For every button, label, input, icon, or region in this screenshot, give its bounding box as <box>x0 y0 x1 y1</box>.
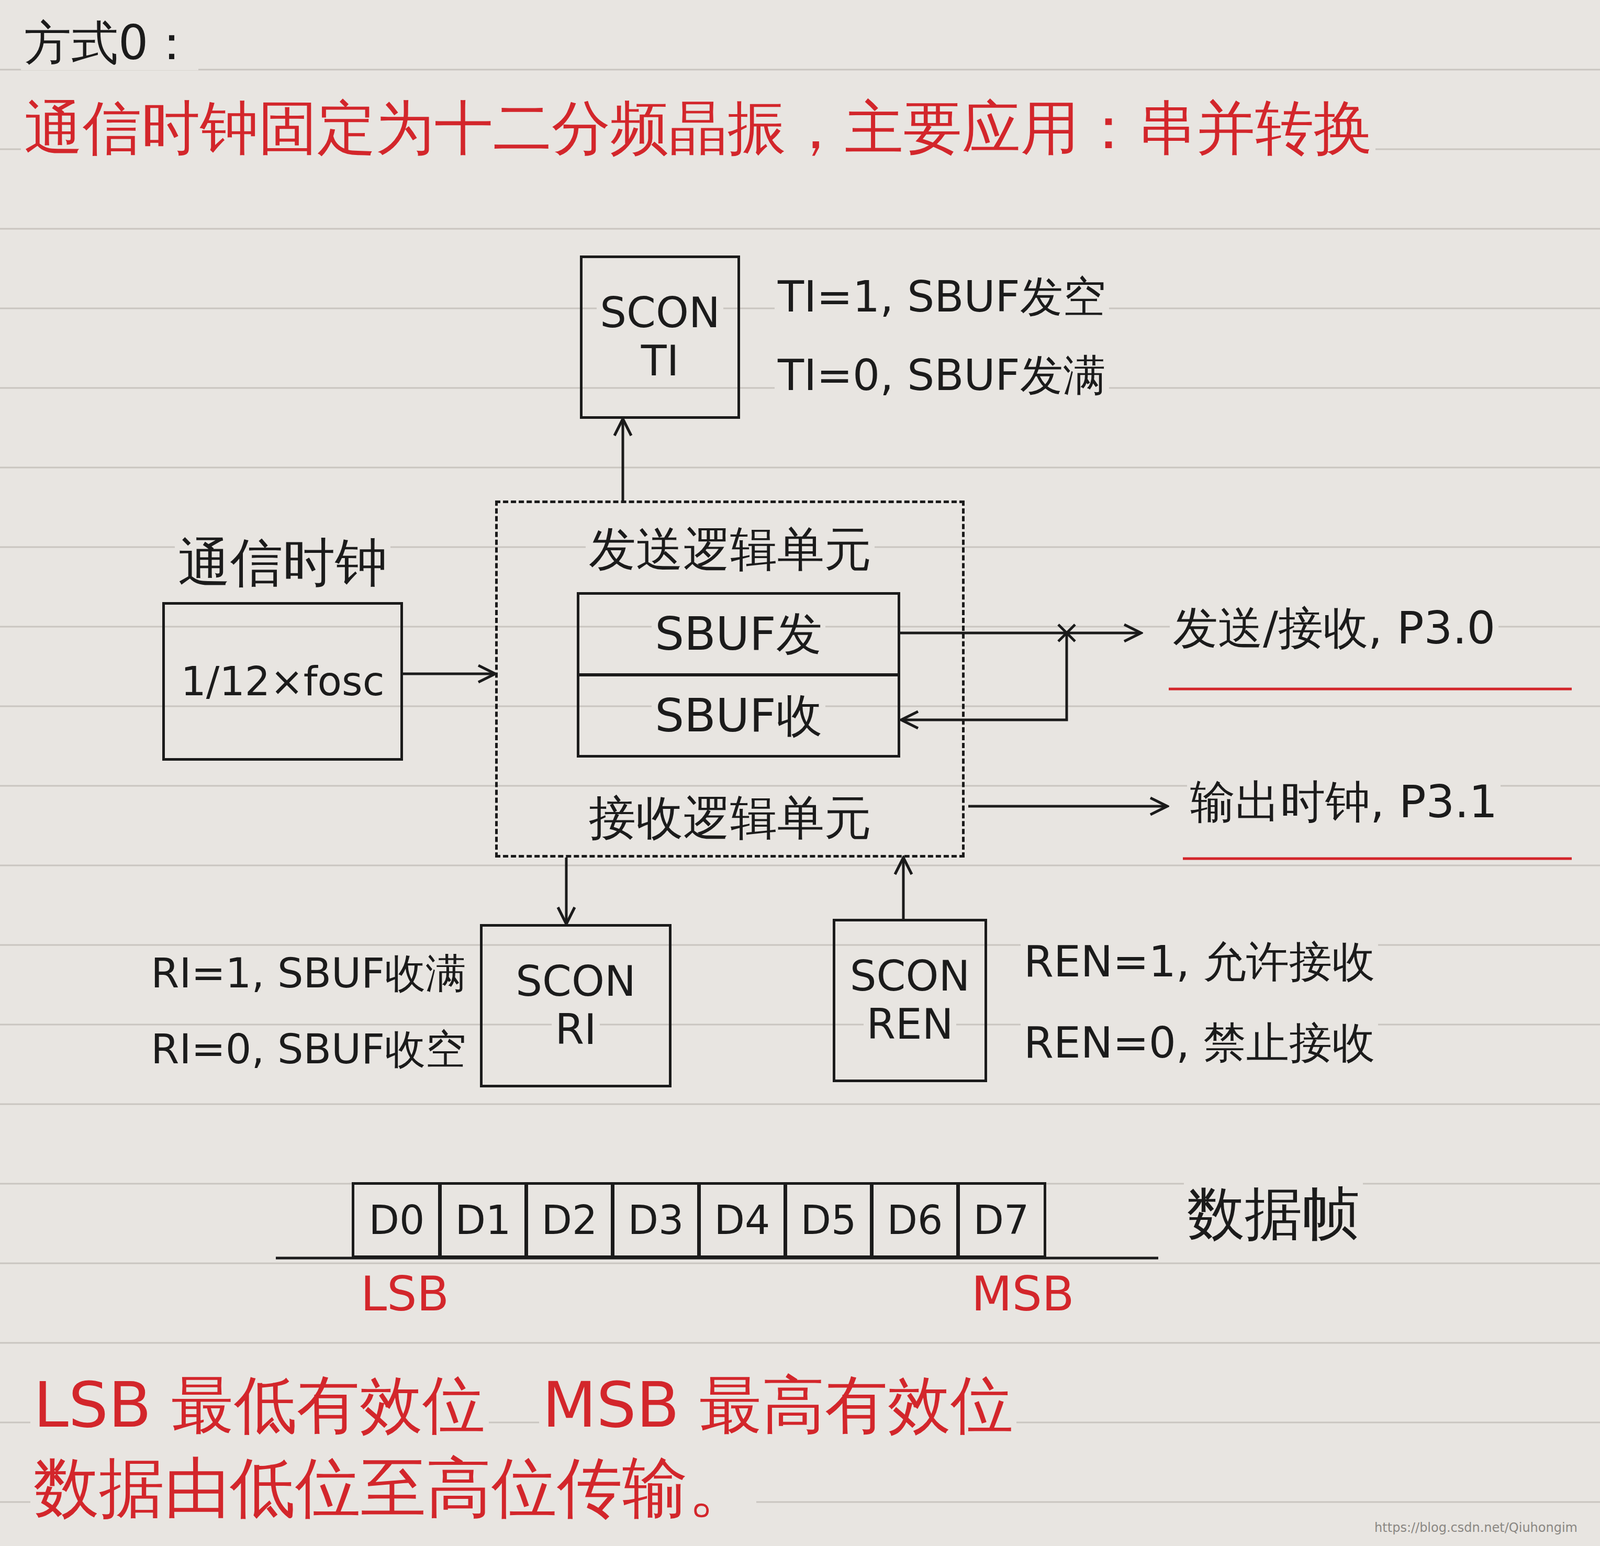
clock-box: 通信时钟1/12×fosc <box>162 601 404 761</box>
box-text: SBUF收 <box>651 688 825 742</box>
bit-marker: MSB <box>968 1266 1078 1322</box>
box-text: D3 <box>624 1196 688 1243</box>
flag-note: REN=1, 允许接收 <box>1020 936 1379 987</box>
box-text: SBUF发 <box>651 607 825 660</box>
frame-cell: D4 <box>697 1181 788 1258</box>
box-text: SCON <box>512 957 639 1006</box>
box-text: D0 <box>365 1196 429 1243</box>
connector-arrow <box>621 418 625 501</box>
red-note: 通信时钟固定为十二分频晶振，主要应用：串并转换 <box>20 94 1376 162</box>
connector-arrow <box>565 857 568 924</box>
frame-cell: D0 <box>351 1181 443 1258</box>
red-note: LSB 最低有效位 <box>30 1368 489 1441</box>
register-box: SCONREN <box>832 918 988 1082</box>
red-underline <box>1168 687 1572 691</box>
box-text: D1 <box>452 1196 515 1243</box>
flag-note: REN=0, 禁止接收 <box>1020 1017 1379 1068</box>
bit-marker: LSB <box>357 1266 453 1322</box>
frame-cell: D3 <box>610 1181 702 1258</box>
box-text: 发送逻辑单元 <box>585 521 875 577</box>
pin-name: 发送/接收, P3.0 <box>1169 601 1499 654</box>
frame-cell: D6 <box>869 1181 961 1258</box>
flag-note: RI=0, SBUF收空 <box>147 1025 470 1073</box>
box-text: REN <box>863 1000 957 1049</box>
red-note: MSB 最高有效位 <box>539 1368 1017 1441</box>
flag-note: RI=1, SBUF收满 <box>147 949 470 998</box>
box-heading: 通信时钟 <box>174 532 391 593</box>
ruled-lines <box>0 69 1600 1502</box>
register-box: SCONRI <box>479 923 672 1088</box>
flag-note: TI=0, SBUF发满 <box>774 350 1110 400</box>
rxd-wire <box>901 632 1067 720</box>
box-text: D6 <box>884 1196 947 1243</box>
box-text: D2 <box>538 1196 601 1243</box>
box-text: D5 <box>797 1196 860 1243</box>
frame-cell: D1 <box>438 1181 529 1258</box>
box-text: SCON <box>846 952 973 1001</box>
buffer-box: SBUF收 <box>576 673 901 758</box>
frame-cell: D7 <box>956 1181 1047 1258</box>
box-text: TI <box>638 337 682 386</box>
red-note: 数据由低位至高位传输。 <box>30 1449 757 1526</box>
page-title: 方式0： <box>20 15 199 71</box>
box-text: D4 <box>711 1196 774 1243</box>
box-text: 接收逻辑单元 <box>585 790 875 845</box>
buffer-box: SBUF发 <box>576 591 901 676</box>
connector-arrow <box>902 857 905 919</box>
register-box: SCONTI <box>579 255 741 419</box>
connector-arrow <box>403 672 496 676</box>
frame-caption: 数据帧 <box>1183 1180 1363 1247</box>
clock-out-wire <box>968 804 1168 808</box>
watermark: https://blog.csdn.net/Qiuhongim <box>1371 1520 1581 1536</box>
logic-unit-box: 发送逻辑单元接收逻辑单元 SBUF发 SBUF收 <box>495 500 965 858</box>
flag-note: TI=1, SBUF发空 <box>774 272 1110 322</box>
box-text: 1/12×fosc <box>177 658 388 704</box>
box-text: D7 <box>970 1196 1033 1243</box>
box-text: SCON <box>596 288 723 338</box>
pin-name: 输出时钟, P3.1 <box>1187 775 1501 828</box>
txd-wire <box>900 631 1141 635</box>
frame-cell: D5 <box>783 1181 875 1258</box>
frame-cell: D2 <box>524 1181 615 1258</box>
box-text: RI <box>551 1005 600 1054</box>
red-underline <box>1182 857 1572 860</box>
